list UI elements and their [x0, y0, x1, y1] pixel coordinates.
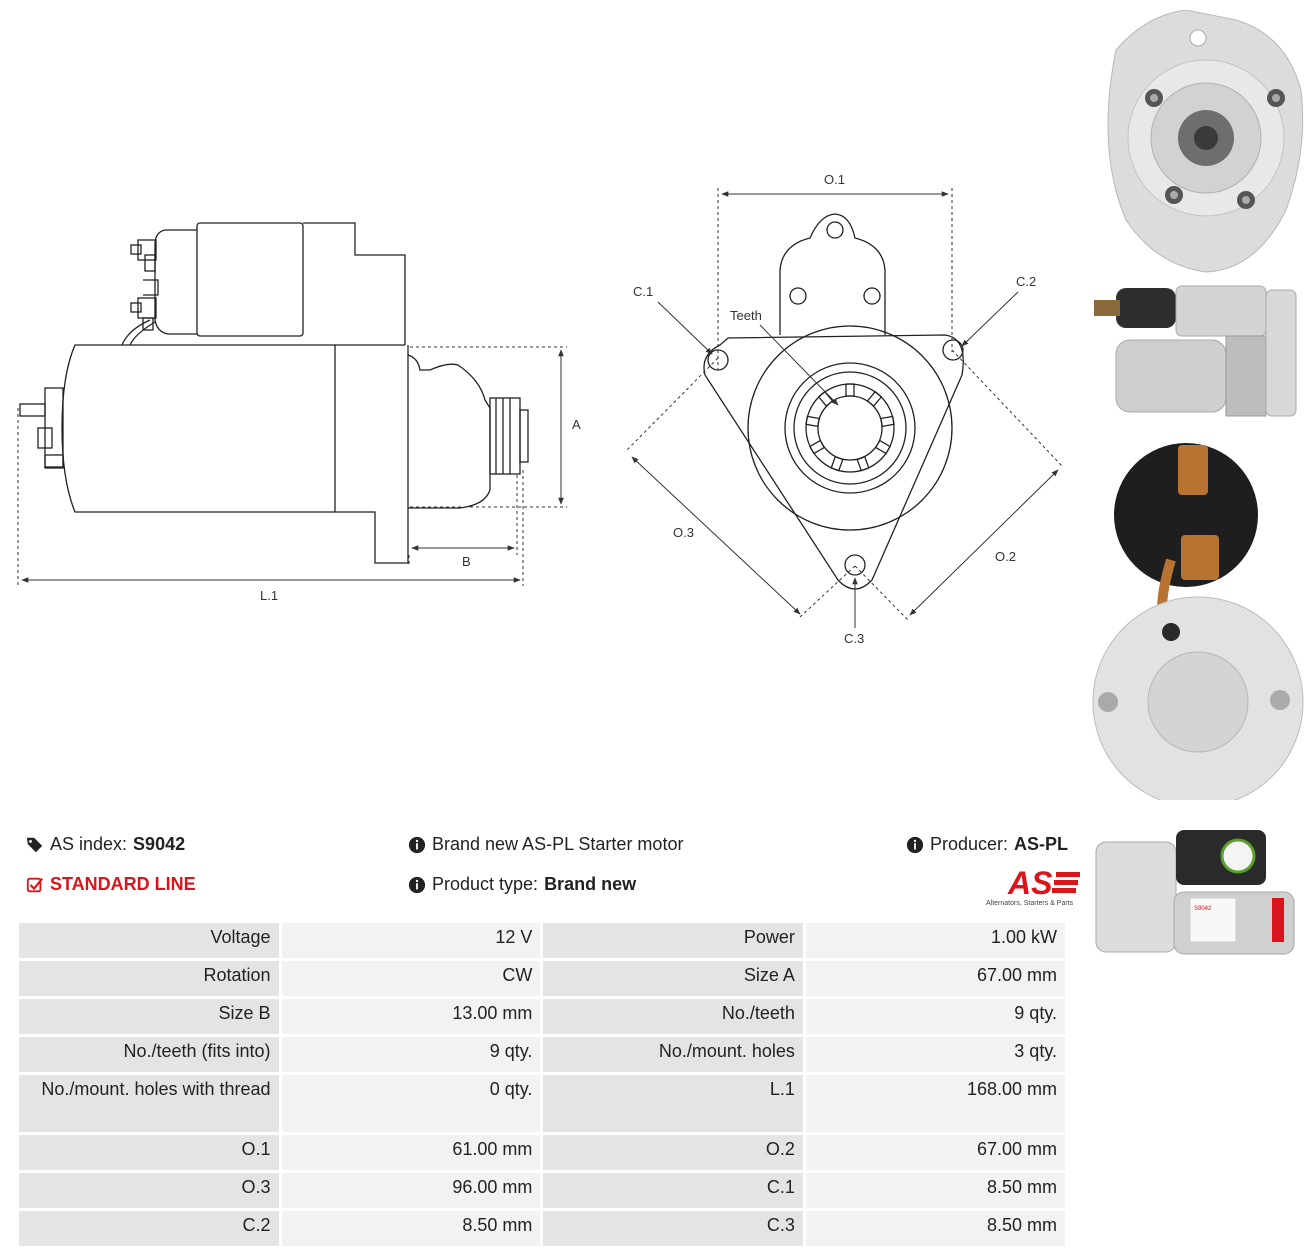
label-l1: L.1 [260, 588, 278, 603]
product-info: AS index: S9042 STANDARD LINE Brand new … [26, 830, 1080, 910]
as-index-value: S9042 [133, 834, 186, 854]
pinion-tooth [809, 439, 826, 455]
pinion-tooth [866, 390, 883, 407]
product-type-value: Brand new [544, 874, 637, 894]
pinion-tooth [880, 415, 895, 428]
spec-value: 9 qty. [805, 999, 1065, 1034]
standard-line-label: STANDARD LINE [50, 874, 196, 894]
spec-value: 9 qty. [281, 1037, 541, 1072]
spec-value: 12 V [281, 923, 541, 958]
spec-label: Rotation [19, 961, 279, 996]
label-c3: C.3 [844, 631, 864, 646]
pinion-tooth [845, 383, 855, 397]
side-dimensions [17, 346, 567, 586]
spec-label: Size B [19, 999, 279, 1034]
spec-label: L.1 [543, 1075, 803, 1132]
label-o2: O.2 [995, 549, 1016, 564]
spec-value: 8.50 mm [281, 1211, 541, 1246]
spec-value: 0 qty. [281, 1075, 541, 1132]
spec-value: 61.00 mm [281, 1135, 541, 1170]
spec-label: Power [543, 923, 803, 958]
spec-value: 96.00 mm [281, 1173, 541, 1208]
standard-line: STANDARD LINE [26, 874, 196, 895]
pinion-tooth [874, 439, 891, 455]
label-teeth: Teeth [730, 308, 762, 323]
spec-label: No./teeth (fits into) [19, 1037, 279, 1072]
spec-value: CW [281, 961, 541, 996]
producer-value: AS-PL [1014, 834, 1069, 854]
pinion-tooth [805, 415, 820, 428]
spec-value: 3 qty. [805, 1037, 1065, 1072]
photo-front[interactable] [1086, 10, 1310, 276]
tags-icon [26, 837, 43, 852]
spec-value: 67.00 mm [805, 961, 1065, 996]
spec-label: No./mount. holes with thread [19, 1075, 279, 1132]
spec-value: 1.00 kW [805, 923, 1065, 958]
spec-label: C.3 [543, 1211, 803, 1246]
product-type: Product type: Brand new [408, 874, 636, 895]
as-index: AS index: S9042 [26, 834, 185, 855]
spec-value: 8.50 mm [805, 1173, 1065, 1208]
spec-label: C.2 [19, 1211, 279, 1246]
pinion-tooth [830, 455, 844, 472]
label-o1: O.1 [824, 172, 845, 187]
front-dimensions [624, 188, 1063, 628]
photo-label-text: S9042 [1194, 906, 1212, 912]
info-icon [408, 876, 426, 893]
spec-label: Voltage [19, 923, 279, 958]
technical-drawing: A B L.1 O.1 C.1 C.2 Teeth O.3 O.2 [17, 172, 1063, 646]
drawing-svg: A B L.1 O.1 C.1 C.2 Teeth O.3 O.2 [17, 172, 1063, 646]
product-type-label: Product type: [432, 874, 539, 894]
spec-label: O.1 [19, 1135, 279, 1170]
spec-label: O.3 [19, 1173, 279, 1208]
spec-value: 8.50 mm [805, 1211, 1065, 1246]
photo-side[interactable] [1086, 280, 1310, 420]
info-icon [906, 836, 924, 853]
front-view [703, 213, 964, 590]
spec-label: C.1 [543, 1173, 803, 1208]
producer-label: Producer: [930, 834, 1009, 854]
info-icon [408, 836, 426, 853]
label-c2: C.2 [1016, 274, 1036, 289]
as-index-label: AS index: [50, 834, 128, 854]
spec-label: O.2 [543, 1135, 803, 1170]
label-a: A [572, 417, 581, 432]
as-logo-mark: AS [1007, 865, 1080, 901]
spec-value: 168.00 mm [805, 1075, 1065, 1132]
description: Brand new AS-PL Starter motor [408, 834, 683, 855]
pinion-teeth [805, 383, 895, 472]
spec-row: No./teeth (fits into)9 qty.No./mount. ho… [19, 1037, 1065, 1072]
description-text: Brand new AS-PL Starter motor [432, 834, 684, 854]
producer: Producer: AS-PL [906, 834, 1068, 855]
label-c1: C.1 [633, 284, 653, 299]
logo-text: AS [1007, 866, 1053, 900]
label-b: B [462, 554, 471, 569]
photo-label-side[interactable]: S9042 [1086, 822, 1310, 962]
spec-label: Size A [543, 961, 803, 996]
spec-label: No./mount. holes [543, 1037, 803, 1072]
label-o3: O.3 [673, 525, 694, 540]
photo-rear[interactable] [1086, 440, 1310, 800]
pinion-tooth [856, 455, 870, 472]
spec-label: No./teeth [543, 999, 803, 1034]
check-square-icon [26, 877, 44, 892]
side-view [19, 222, 529, 564]
spec-value: 13.00 mm [281, 999, 541, 1034]
logo-subtitle: Alternators, Starters & Parts [986, 900, 1074, 907]
as-pl-logo: AS Alternators, Starters & Parts [986, 865, 1096, 912]
pinion-tooth [817, 390, 834, 407]
spec-value: 67.00 mm [805, 1135, 1065, 1170]
